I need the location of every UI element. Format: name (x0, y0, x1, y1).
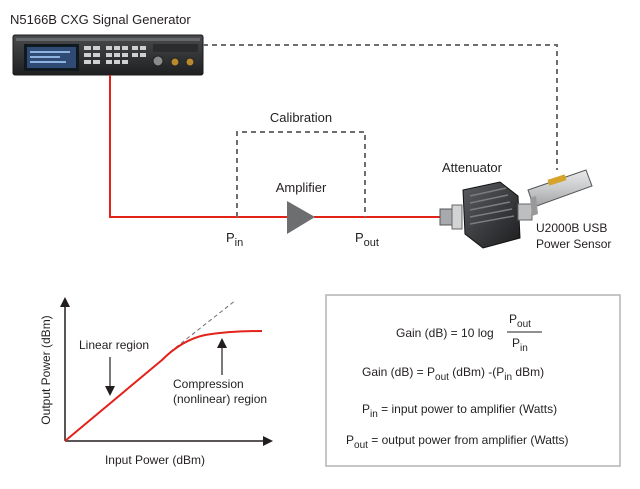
calibration-bracket (236, 131, 366, 217)
pin-definition: Pin = input power to amplifier (Watts) (362, 402, 557, 420)
attenuator-image (439, 181, 533, 249)
attenuator-label: Attenuator (442, 160, 503, 175)
ideal-linear-extension (169, 299, 237, 353)
formula-box: Gain (dB) = 10 log Pout Pin Gain (dB) = … (325, 294, 621, 467)
graph-y-label: Output Power (dBm) (39, 315, 53, 424)
amplifier-label: Amplifier (276, 180, 327, 195)
compression-label-line2: (nonlinear) region (173, 392, 267, 406)
graph-x-axis-arrow-icon (263, 436, 273, 446)
graph-y-axis-arrow-icon (60, 297, 70, 307)
compression-graph: Linear region Compression (nonlinear) re… (39, 297, 273, 467)
signal-path-input (109, 75, 287, 218)
gain-ratio-numerator: Pout (509, 312, 531, 330)
pout-definition: Pout = output power from amplifier (Watt… (346, 433, 569, 451)
linear-arrow-head-icon (105, 386, 115, 396)
control-link-dashed (203, 44, 558, 170)
signal-generator-image (12, 34, 204, 76)
power-sensor-image (527, 169, 593, 216)
formula-box-border (325, 294, 621, 467)
amplifier-triangle-icon (287, 201, 315, 234)
compression-arrow-head-icon (217, 338, 227, 348)
gain-difference-formula: Gain (dB) = Pout (dBm) -(Pin dBm) (362, 365, 544, 383)
pout-label: Pout (355, 230, 379, 249)
generator-label: N5166B CXG Signal Generator (10, 12, 191, 27)
gain-ratio-prefix: Gain (dB) = 10 log (396, 326, 494, 340)
linear-region-label: Linear region (79, 338, 149, 352)
gain-ratio-denominator: Pin (512, 336, 528, 354)
calibration-label: Calibration (270, 110, 332, 125)
graph-x-label: Input Power (dBm) (105, 453, 205, 467)
sensor-label-line1: U2000B USB (536, 221, 607, 235)
pin-label: Pin (226, 230, 243, 249)
sensor-label-line2: Power Sensor (536, 237, 611, 251)
compression-label-line1: Compression (173, 377, 244, 391)
gain-curve (64, 330, 263, 442)
